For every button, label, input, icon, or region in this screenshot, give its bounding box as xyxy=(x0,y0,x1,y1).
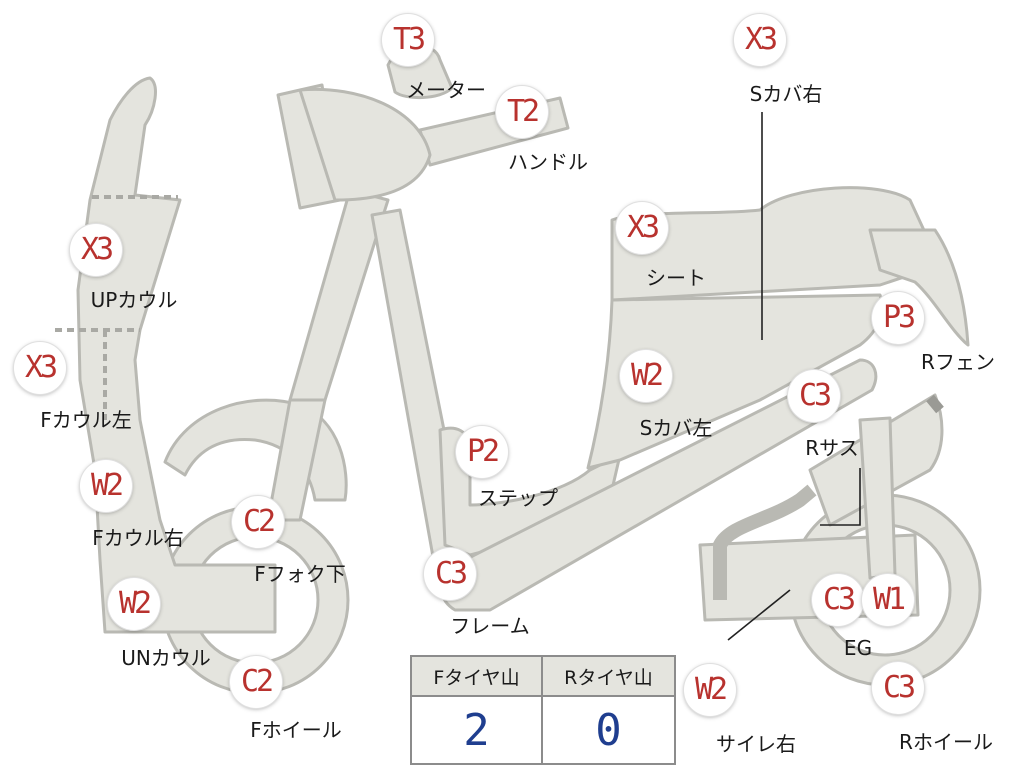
grade-text: W2 xyxy=(90,468,124,503)
grade-badge-muffler-right[interactable]: W2 xyxy=(684,664,736,716)
grade-text: T3 xyxy=(392,22,426,57)
grade-text: W2 xyxy=(630,358,664,393)
part-label-step: ステップ xyxy=(478,486,558,510)
grade-badge-r-wheel[interactable]: C3 xyxy=(872,662,924,714)
grade-text: X3 xyxy=(744,22,778,57)
grade-text: W2 xyxy=(118,586,152,621)
grade-text: C2 xyxy=(242,504,276,539)
grade-text: X3 xyxy=(626,210,660,245)
tread-value-front: 2 xyxy=(412,697,543,763)
part-label-engine: EG xyxy=(843,636,873,660)
grade-badge-f-cowl-left[interactable]: X3 xyxy=(14,342,66,394)
tread-value-rear: 0 xyxy=(595,704,622,756)
grade-badge-engine-2[interactable]: W1 xyxy=(862,574,914,626)
part-label-r-suspension: Rサス xyxy=(805,436,859,460)
grade-badge-r-fender[interactable]: P3 xyxy=(872,292,924,344)
part-label-f-wheel: Fホイール xyxy=(250,718,342,742)
tread-table: Fタイヤ山 Rタイヤ山 2 0 xyxy=(410,655,676,765)
part-label-f-fork-lower: Fフォク下 xyxy=(254,562,346,586)
grade-text: T2 xyxy=(506,94,540,129)
grade-badge-up-cowl[interactable]: X3 xyxy=(70,224,122,276)
part-label-seat: シート xyxy=(646,266,706,290)
grade-badge-frame[interactable]: C3 xyxy=(424,548,476,600)
part-label-up-cowl: UPカウル xyxy=(90,288,178,312)
grade-text: X3 xyxy=(80,232,114,267)
part-label-f-cowl-right: Fカウル右 xyxy=(92,526,184,550)
grade-badge-r-suspension[interactable]: C3 xyxy=(788,370,840,422)
grade-badge-f-wheel[interactable]: C2 xyxy=(230,656,282,708)
headlight-shape xyxy=(298,87,432,202)
grade-text: C3 xyxy=(822,582,856,617)
grade-text: C3 xyxy=(434,556,468,591)
part-label-meter: メーター xyxy=(406,78,486,102)
grade-badge-handle[interactable]: T2 xyxy=(496,86,548,138)
grade-badge-meter[interactable]: T3 xyxy=(382,14,434,66)
grade-text: P3 xyxy=(882,300,916,335)
grade-badge-s-cover-left[interactable]: W2 xyxy=(620,350,672,402)
grade-text: C3 xyxy=(882,670,916,705)
spark-plug-shape xyxy=(926,394,944,414)
grade-badge-un-cowl[interactable]: W2 xyxy=(108,578,160,630)
tread-header-front: Fタイヤ山 xyxy=(412,657,543,697)
exhaust-pipe-shape xyxy=(713,484,817,600)
grade-text: P2 xyxy=(466,434,500,469)
part-label-s-cover-right: Sカバ右 xyxy=(749,82,823,106)
grade-text: C3 xyxy=(798,378,832,413)
part-label-r-fender: Rフェン xyxy=(921,350,995,374)
grade-text: W1 xyxy=(872,582,906,617)
fork-shape xyxy=(266,398,327,522)
grade-text: W2 xyxy=(694,672,728,707)
grade-text: C2 xyxy=(240,664,274,699)
part-label-f-cowl-left: Fカウル左 xyxy=(40,408,132,432)
part-label-frame: フレーム xyxy=(450,614,530,638)
part-label-handle: ハンドル xyxy=(508,150,588,174)
grade-text: X3 xyxy=(24,350,58,385)
part-label-s-cover-left: Sカバ左 xyxy=(639,416,713,440)
grade-badge-step[interactable]: P2 xyxy=(456,426,508,478)
grade-badge-engine[interactable]: C3 xyxy=(812,574,864,626)
leader-muffler-right xyxy=(727,589,791,641)
part-label-un-cowl: UNカウル xyxy=(121,646,211,670)
grade-badge-s-cover-right[interactable]: X3 xyxy=(734,14,786,66)
part-label-r-wheel: Rホイール xyxy=(899,730,993,754)
grade-badge-f-cowl-right[interactable]: W2 xyxy=(80,460,132,512)
leader-r-suspension xyxy=(820,468,861,526)
grade-badge-seat[interactable]: X3 xyxy=(616,202,668,254)
rear-fender-shape xyxy=(868,228,970,347)
tread-header-rear: Rタイヤ山 xyxy=(543,657,674,697)
grade-badge-f-fork-lower[interactable]: C2 xyxy=(232,496,284,548)
part-label-muffler-right: サイレ右 xyxy=(716,732,796,756)
